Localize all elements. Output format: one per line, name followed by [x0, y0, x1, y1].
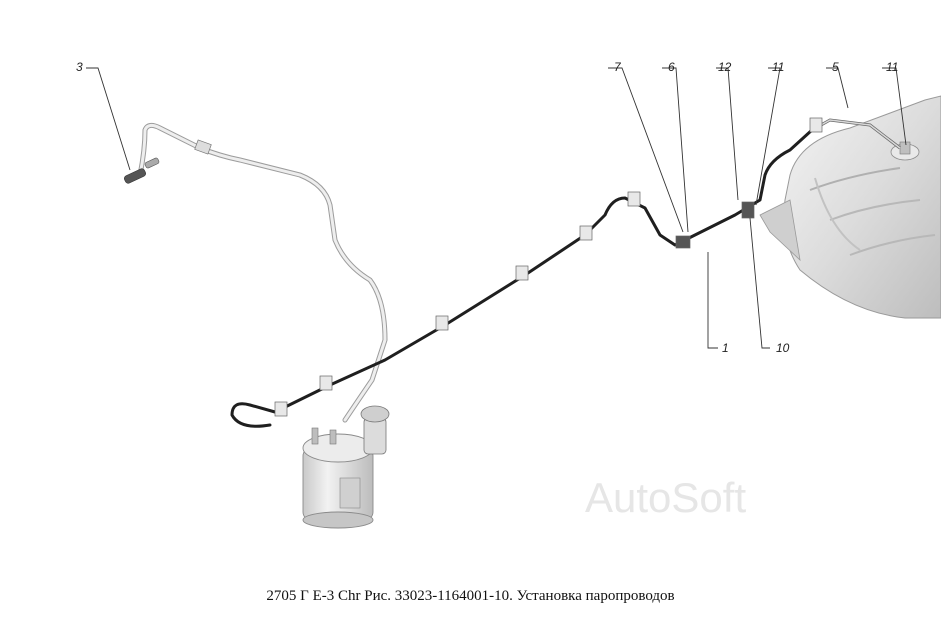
- callout-6: 6: [668, 60, 675, 74]
- vapor-line-light: [137, 122, 388, 423]
- callout-11-right: 11: [886, 60, 898, 74]
- callout-12: 12: [718, 60, 732, 74]
- callout-5: 5: [832, 60, 839, 74]
- clip: [319, 375, 333, 391]
- clip: [627, 191, 641, 207]
- clip: [809, 117, 823, 133]
- clip: [579, 225, 593, 241]
- watermark: AutoSoft: [585, 474, 746, 521]
- part-3-connector: [124, 157, 160, 184]
- callout-10: 10: [776, 341, 790, 355]
- clip: [515, 265, 529, 281]
- leader-lines: [86, 67, 907, 349]
- callout-7: 7: [614, 60, 622, 74]
- clip: [675, 235, 691, 249]
- clip: [435, 315, 449, 331]
- line-clips: [274, 117, 823, 417]
- callout-1: 1: [722, 341, 729, 355]
- adsorber-canister: [302, 405, 390, 529]
- fuel-tank: [759, 95, 941, 319]
- clip: [274, 401, 288, 417]
- clip: [741, 201, 755, 219]
- figure-caption: 2705 Г Е-3 Chr Рис. 33023-1164001-10. Ус…: [266, 588, 675, 604]
- callout-3: 3: [76, 60, 83, 74]
- callout-11-left: 11: [772, 60, 784, 74]
